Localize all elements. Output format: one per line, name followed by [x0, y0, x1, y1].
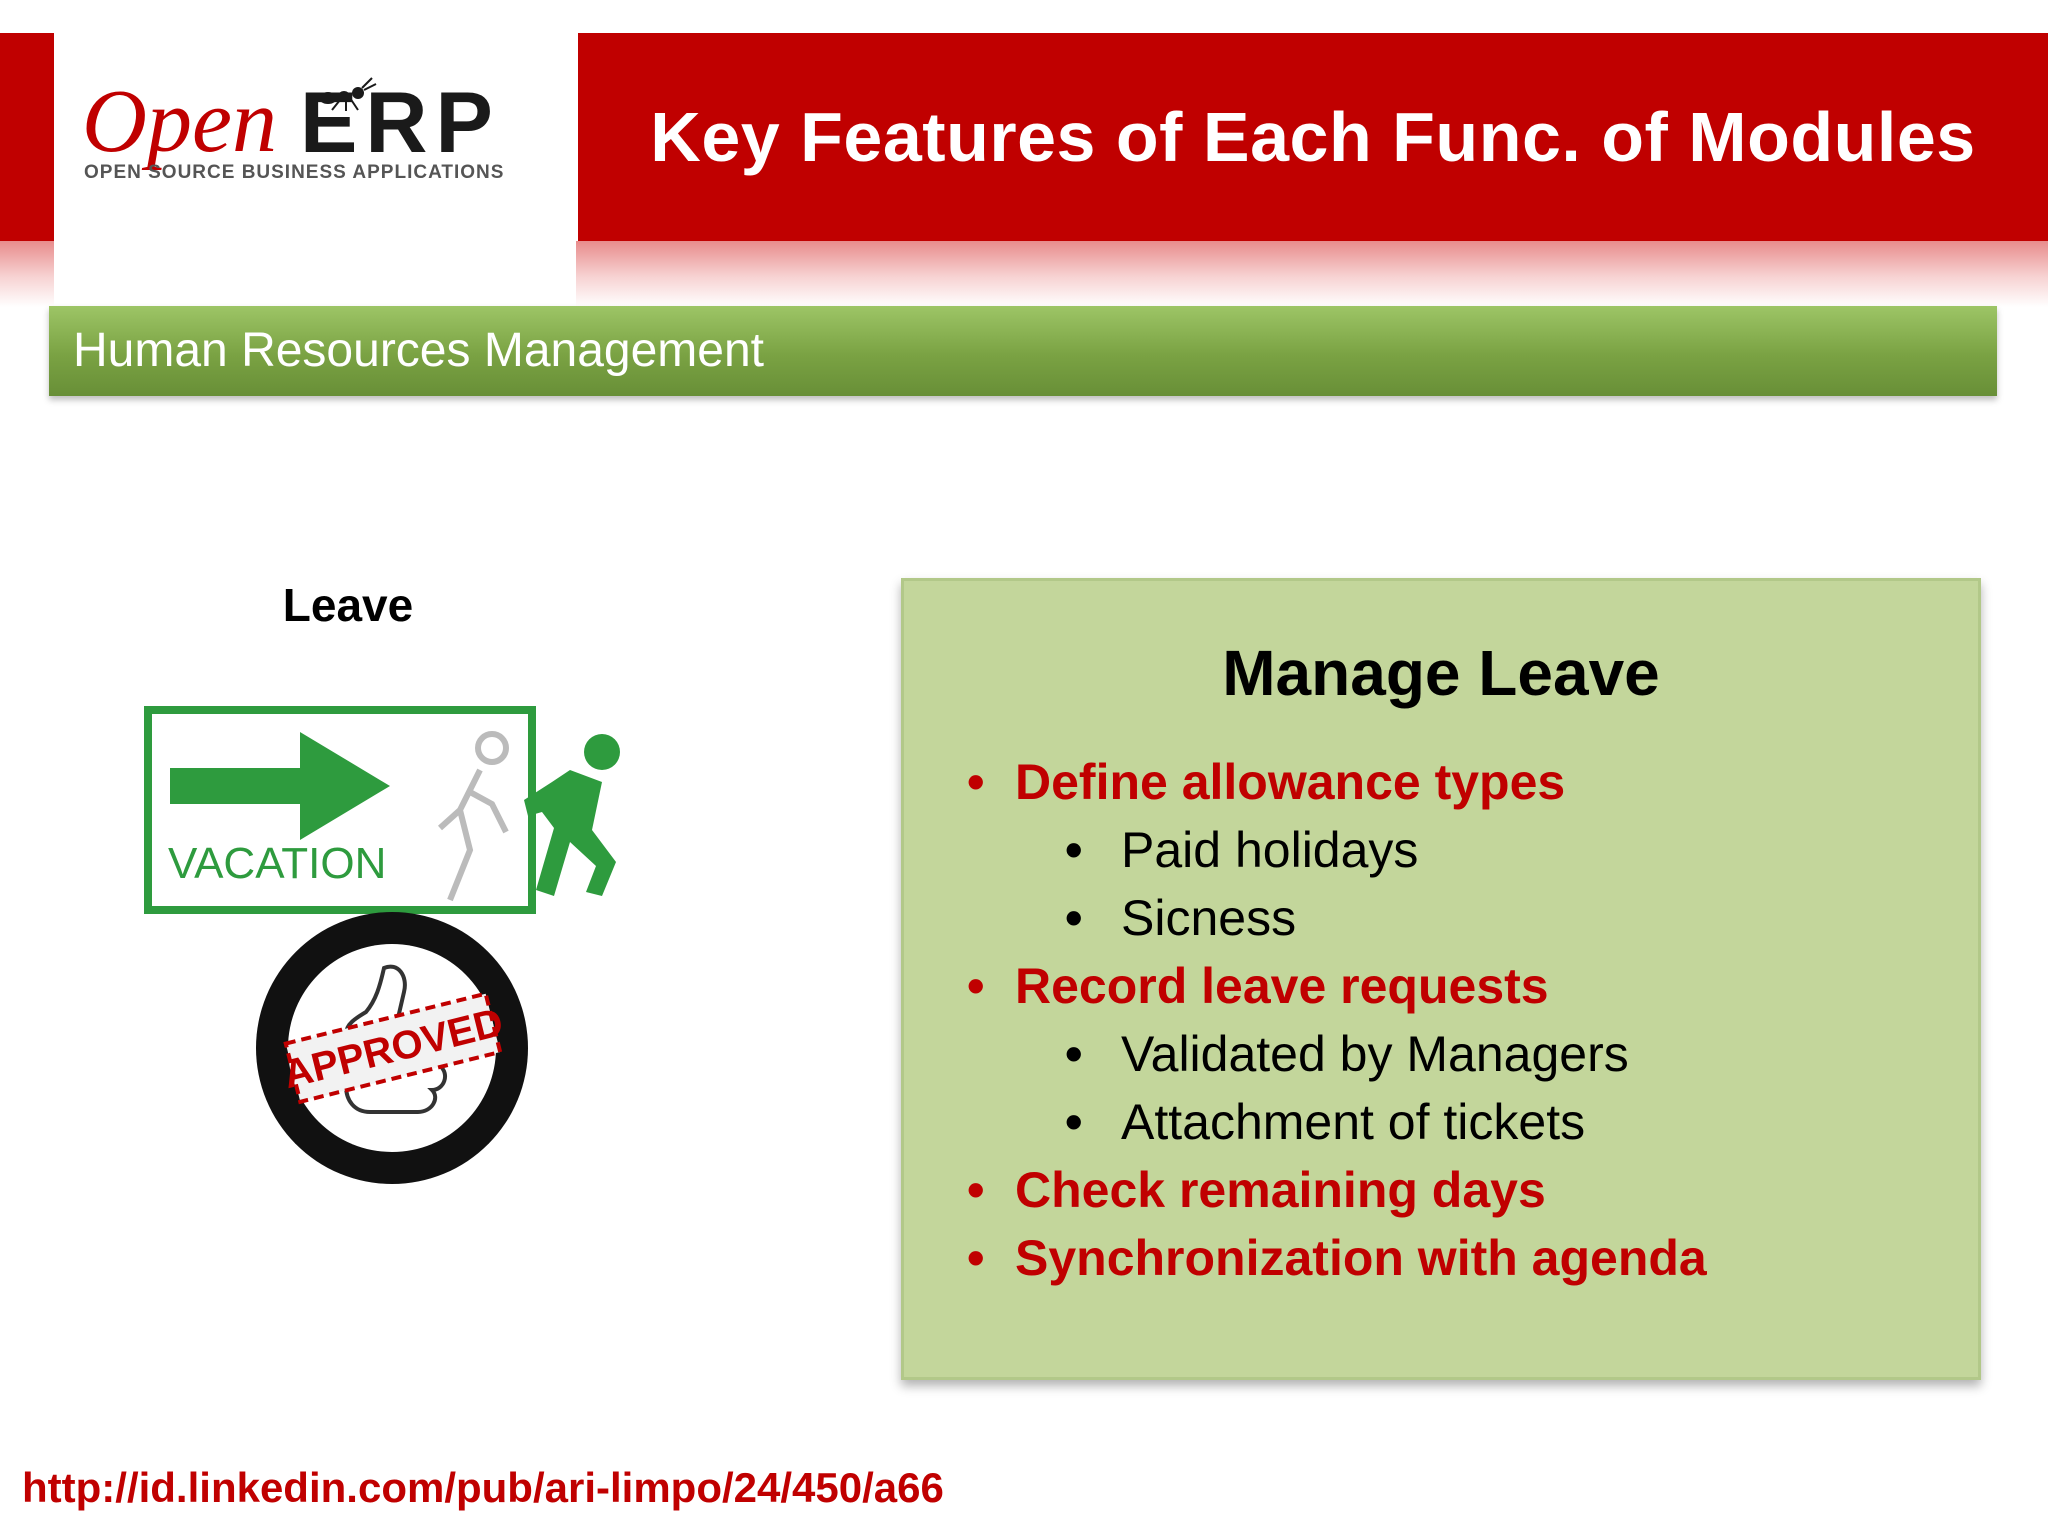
logo-erp-text: ERP	[300, 75, 501, 171]
feature-item: • Synchronization with agenda	[961, 1224, 1921, 1292]
arrow-right-icon	[170, 732, 390, 840]
header-left-band	[0, 33, 54, 241]
openerp-logo: Open ERP OPEN SOURCE BUSINESS APPLICATIO…	[82, 72, 562, 190]
approved-stamp: APPROVED	[256, 912, 528, 1184]
bullet-icon: •	[967, 754, 985, 810]
feature-item-text: Sicness	[1121, 890, 1297, 946]
feature-item: • Check remaining days	[961, 1156, 1921, 1224]
section-title: Human Resources Management	[73, 324, 765, 377]
ant-icon	[319, 77, 377, 111]
bullet-icon: •	[967, 958, 985, 1014]
bullet-icon: •	[1065, 822, 1083, 878]
feature-item-text: Define allowance types	[1015, 754, 1566, 810]
vacation-approved-illustration: VACATION APPROVED	[144, 706, 620, 1184]
feature-subitem: • Validated by Managers	[961, 1020, 1921, 1088]
running-figure-outline-icon	[437, 731, 509, 902]
logo-tagline: OPEN SOURCE BUSINESS APPLICATIONS	[84, 162, 505, 183]
vacation-sign: VACATION	[144, 706, 536, 914]
footer-link[interactable]: http://id.linkedin.com/pub/ari-limpo/24/…	[22, 1464, 944, 1511]
feature-subitem: • Paid holidays	[961, 816, 1921, 884]
bullet-icon: •	[1065, 1026, 1083, 1082]
bullet-icon: •	[1065, 1094, 1083, 1150]
leave-label: Leave	[282, 579, 414, 631]
bullet-icon: •	[967, 1162, 985, 1218]
feature-item: • Record leave requests	[961, 952, 1921, 1020]
section-bar: Human Resources Management	[49, 306, 1997, 396]
feature-item: • Define allowance types	[961, 748, 1921, 816]
feature-list: • Define allowance types • Paid holidays • Si…	[961, 748, 1921, 1292]
box-title: Manage Leave	[1222, 637, 1660, 709]
bullet-icon: •	[967, 1230, 985, 1286]
feature-item-text: Check remaining days	[1015, 1162, 1546, 1218]
bullet-icon: •	[1065, 890, 1083, 946]
feature-item-text: Synchronization with agenda	[1015, 1230, 1707, 1286]
feature-item-text: Attachment of tickets	[1121, 1094, 1586, 1150]
feature-item-text: Validated by Managers	[1121, 1026, 1629, 1082]
feature-subitem: • Attachment of tickets	[961, 1088, 1921, 1156]
feature-subitem: • Sicness	[961, 884, 1921, 952]
logo-panel	[54, 30, 576, 308]
feature-item-text: Record leave requests	[1015, 958, 1549, 1014]
slide-title: Key Features of Each Func. of Modules	[650, 98, 1976, 176]
vacation-sign-text: VACATION	[168, 839, 386, 888]
manage-leave-box: Manage Leave • Define allowance types • Pai…	[901, 578, 1981, 1380]
logo-open-text: Open	[82, 72, 277, 171]
running-man-icon	[524, 734, 620, 896]
header-banner: Key Features of Each Func. of Modules	[578, 33, 2048, 241]
feature-item-text: Paid holidays	[1121, 822, 1419, 878]
